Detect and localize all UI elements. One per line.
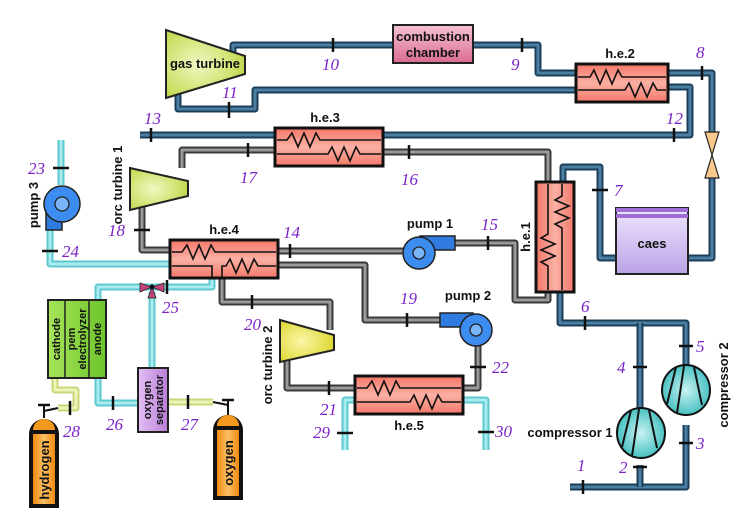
pump-2-label: pump 2 (445, 288, 491, 303)
state-22: 22 (492, 358, 510, 377)
state-2: 2 (619, 458, 628, 477)
pem-electrolyzer[interactable]: cathode pem electrolyzer anode (47, 299, 107, 379)
compressor-1-label: compressor 1 (527, 425, 612, 440)
pipe-he2-to-12-13 (140, 83, 694, 139)
state-19: 19 (400, 289, 418, 308)
state-12: 12 (666, 109, 684, 128)
pipe-cathode-28-hydrogen (51, 378, 80, 412)
state-25: 25 (162, 298, 179, 317)
air-pipes (140, 41, 716, 491)
hydrogen-label: hydrogen (37, 440, 52, 499)
pipe-he3-17-orc1 (178, 146, 275, 168)
oxygen-separator-label-2: separator (154, 374, 166, 425)
pipe-he4-19-pump2 (278, 261, 440, 324)
electrolyzer-cathode-label: cathode (51, 318, 63, 360)
state-26: 26 (106, 415, 124, 434)
state-18: 18 (108, 221, 126, 240)
he4-label: h.e.4 (209, 222, 239, 237)
pipe-anode-26-separator (94, 378, 138, 407)
state-ticks (42, 38, 704, 494)
heat-exchanger-5[interactable]: h.e.5 (353, 374, 465, 433)
pipe-valve-to-caes (688, 178, 716, 262)
he1-label: h.e.1 (518, 222, 533, 252)
three-way-valve[interactable] (139, 282, 165, 299)
pump-1-label: pump 1 (407, 216, 453, 231)
caes-tank[interactable]: caes (615, 207, 689, 275)
pipe-cc-to-he2 (472, 41, 576, 77)
oxygen-label: oxygen (221, 440, 236, 486)
state-27: 27 (181, 415, 200, 434)
expansion-valve[interactable] (704, 131, 720, 179)
pump-3-label: pump 3 (26, 182, 41, 228)
pump-2[interactable]: pump 2 (439, 288, 493, 347)
state-3: 3 (695, 434, 705, 453)
heat-exchanger-1[interactable]: h.e.1 (518, 180, 576, 294)
pipe-he2-to-8-valve (668, 69, 716, 132)
pipe-pump2-22-he5 (463, 345, 482, 392)
electrolyzer-pem-label: pem (66, 327, 78, 350)
state-1: 1 (577, 456, 586, 475)
oxygen-separator[interactable]: oxygen separator (137, 367, 169, 433)
state-13: 13 (144, 109, 161, 128)
he3-label: h.e.3 (310, 110, 340, 125)
oxygen-separator-label-1: oxygen (142, 380, 154, 419)
state-30: 30 (494, 422, 513, 441)
compressor-2[interactable]: compressor 2 (661, 342, 731, 428)
state-28: 28 (63, 422, 81, 441)
combustion-chamber-label-2: chamber (406, 45, 460, 60)
state-23: 23 (28, 159, 45, 178)
he2-label: h.e.2 (605, 46, 635, 61)
electrolyzer-anode-label: anode (92, 323, 104, 355)
state-17: 17 (240, 168, 259, 187)
compressor-2-label: compressor 2 (716, 342, 731, 427)
state-5: 5 (696, 337, 705, 356)
pipe-orc1-18-he4 (138, 205, 170, 254)
orc-pipes (138, 146, 552, 392)
state-9: 9 (511, 55, 520, 74)
heat-exchanger-3[interactable]: h.e.3 (273, 110, 385, 168)
state-6: 6 (581, 297, 590, 316)
state-29: 29 (313, 423, 331, 442)
orc-turbine-1[interactable]: orc turbine 1 (110, 146, 189, 225)
state-21: 21 (320, 400, 337, 419)
combustion-chamber-label-1: combustion (396, 29, 470, 44)
hydrogen-tank[interactable]: hydrogen (29, 403, 59, 508)
oxygen-tank[interactable]: oxygen (212, 398, 243, 500)
caes-label: caes (638, 236, 667, 251)
pipe-he5-30 (463, 396, 490, 450)
state-15: 15 (481, 215, 498, 234)
orc-turbine-2-label: orc turbine 2 (260, 326, 275, 405)
heat-exchanger-2[interactable]: h.e.2 (574, 46, 670, 104)
pipe-orc2-21-he5 (283, 350, 355, 392)
pipe-pump3-24-he4 (46, 230, 170, 268)
state-16: 16 (401, 170, 419, 189)
state-4: 4 (617, 358, 626, 377)
state-24: 24 (62, 242, 80, 261)
state-labels: 1 2 3 4 5 6 7 8 9 10 11 12 13 14 15 16 1… (28, 43, 705, 477)
orc-turbine-1-label: orc turbine 1 (110, 146, 125, 225)
gas-turbine-label: gas turbine (170, 56, 240, 71)
state-14: 14 (283, 223, 301, 242)
state-20: 20 (244, 315, 262, 334)
state-8: 8 (696, 43, 705, 62)
state-11: 11 (222, 83, 238, 102)
pipe-he4-20-orc2 (218, 278, 334, 330)
he5-label: h.e.5 (394, 418, 424, 433)
pump-1[interactable]: pump 1 (402, 216, 456, 270)
pipe-pump1-15-he1 (455, 239, 552, 304)
pipe-gt-to-cc (229, 41, 395, 60)
pump-3[interactable]: pump 3 (26, 182, 81, 231)
state-7: 7 (614, 181, 624, 200)
state-10: 10 (322, 55, 340, 74)
gas-turbine[interactable]: gas turbine (165, 28, 246, 100)
heat-exchanger-4[interactable]: h.e.4 (168, 222, 280, 280)
pipe-he3-16-he1 (383, 148, 552, 182)
electrolyzer-name-label: electrolyzer (77, 308, 89, 370)
pipe-gt-exhaust (174, 85, 576, 113)
orc-turbine-2[interactable]: orc turbine 2 (260, 318, 335, 405)
compressor-1[interactable]: compressor 1 (527, 407, 666, 459)
pipe-1-inlet (570, 425, 690, 491)
combustion-chamber[interactable]: combustion chamber (392, 24, 474, 64)
pipe-he1-to-caes (559, 163, 616, 262)
